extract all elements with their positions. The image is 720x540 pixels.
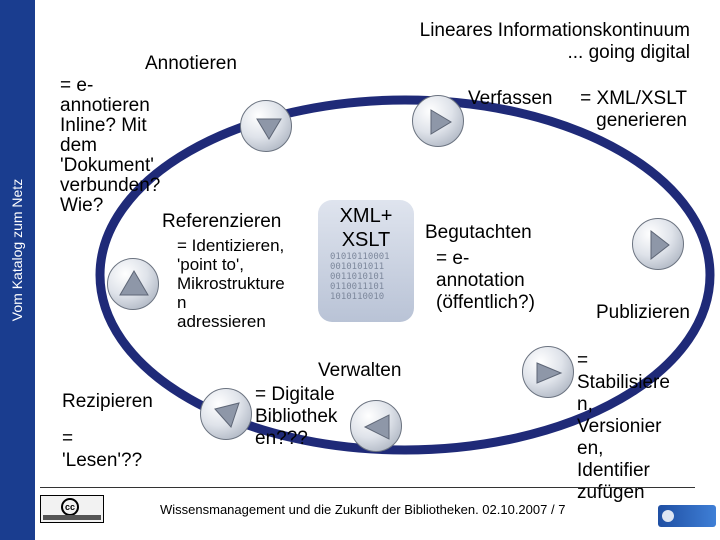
creative-commons-logo[interactable]: cc — [40, 495, 104, 523]
rezipieren-heading: Rezipieren — [62, 391, 153, 412]
binary-pattern: 01010110001 0010101011 0011010101 011001… — [330, 252, 390, 302]
publizieren-detail: = Stabilisiere n, Versionier en, Identif… — [577, 350, 670, 503]
verwalten-detail: = Digitale Bibliothek en??? — [255, 384, 338, 449]
brand-logo[interactable] — [658, 505, 716, 527]
rezipieren-detail: = 'Lesen'?? — [62, 428, 143, 471]
play-triangle-icon — [536, 362, 563, 384]
node-annotieren[interactable] — [240, 100, 292, 152]
center-label: XML+ XSLT — [339, 205, 393, 251]
cc-icon: cc — [61, 498, 79, 516]
cc-license-bar — [43, 515, 101, 520]
play-triangle-icon — [430, 109, 452, 135]
node-verwalten[interactable] — [350, 400, 402, 452]
slide-title: Lineares Informationskontinuum ... going… — [419, 20, 690, 63]
begutachten-detail: = e- annotation (öffentlich?) — [436, 248, 535, 313]
annotieren-heading: Annotieren — [145, 53, 237, 74]
node-verfassen[interactable] — [412, 95, 464, 147]
verfassen-detail: = XML/XSLT generieren — [580, 88, 687, 131]
play-triangle-icon — [650, 229, 670, 261]
verfassen-heading: Verfassen — [468, 88, 553, 109]
node-publizieren[interactable] — [522, 346, 574, 398]
play-triangle-icon — [214, 402, 240, 428]
publizieren-heading: Publizieren — [596, 302, 690, 323]
footer-divider — [40, 487, 695, 488]
play-triangle-icon — [119, 270, 149, 296]
center-xml-xslt: 01010110001 0010101011 0011010101 011001… — [318, 200, 414, 322]
annotieren-detail: = e- annotieren Inline? Mit dem 'Dokumen… — [60, 75, 161, 216]
node-referenzieren[interactable] — [107, 258, 159, 310]
node-rezipieren[interactable] — [200, 388, 252, 440]
node-begutachten[interactable] — [632, 218, 684, 270]
brand-dot-icon — [662, 510, 674, 522]
referenzieren-detail: = Identizieren, 'point to', Mikrostruktu… — [177, 236, 285, 331]
verwalten-heading: Verwalten — [318, 360, 402, 381]
sidebar: Vom Katalog zum Netz — [0, 0, 35, 540]
begutachten-heading: Begutachten — [425, 222, 532, 243]
footer-text: Wissensmanagement und die Zukunft der Bi… — [160, 502, 566, 517]
play-triangle-icon — [363, 414, 390, 440]
referenzieren-heading: Referenzieren — [162, 211, 282, 232]
play-triangle-icon — [256, 118, 282, 140]
